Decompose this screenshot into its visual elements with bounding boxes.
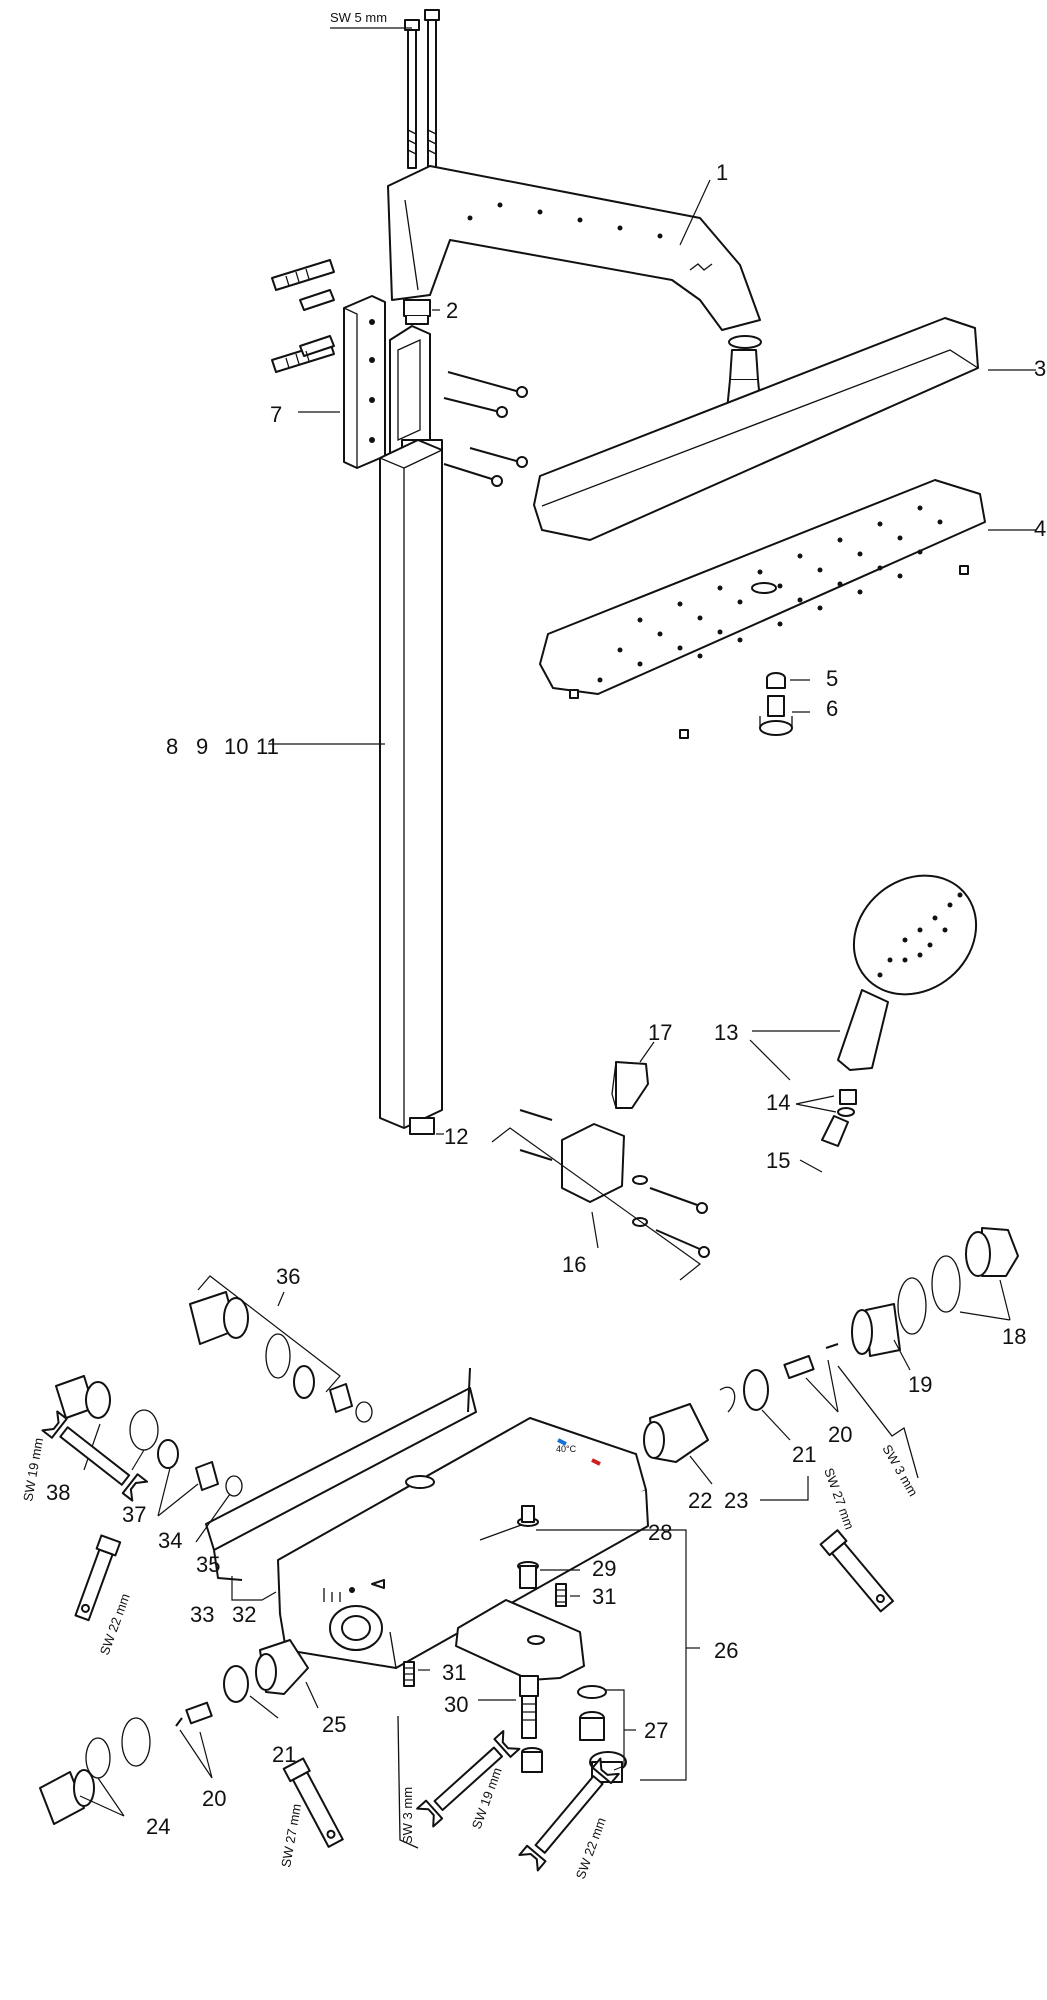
label-37: 37 [122, 1502, 146, 1527]
label-18: 18 [1002, 1324, 1026, 1349]
label-24: 24 [146, 1814, 170, 1839]
label-6: 6 [826, 696, 838, 721]
wrench-right [819, 1529, 894, 1613]
wall-bracket [343, 295, 386, 469]
shower-arm [387, 165, 761, 331]
mounting-screws [443, 371, 528, 487]
label-1: 1 [716, 160, 728, 185]
spout [455, 1599, 585, 1681]
hand-shower [837, 874, 978, 1071]
wrench-sw27-lower [282, 1757, 344, 1848]
arm-connector [403, 299, 431, 325]
tool-sw22a: SW 22 mm [97, 1591, 133, 1657]
hex-key-lower [397, 1715, 419, 1849]
label-36: 36 [276, 1264, 300, 1289]
wrench-sw22-bottom [518, 1757, 620, 1872]
plate-screws [569, 565, 969, 739]
wrench-sw22-left [74, 1534, 122, 1622]
label-12: 12 [444, 1124, 468, 1149]
label-4: 4 [1034, 516, 1046, 541]
right-valve-parts [643, 1227, 1019, 1463]
wrench-sw19-bottom [416, 1730, 521, 1828]
label-14: 14 [766, 1090, 790, 1115]
bracket-36 [197, 1275, 341, 1393]
wall-dowels [271, 259, 335, 373]
tool-sw5: SW 5 mm [330, 10, 387, 25]
label-7: 7 [270, 402, 282, 427]
thermostat-body [205, 1367, 649, 1669]
label-38: 38 [46, 1480, 70, 1505]
hose-nut [837, 1089, 857, 1117]
label-23: 23 [724, 1488, 748, 1513]
label-16: 16 [562, 1252, 586, 1277]
tool-sw27b: SW 27 mm [278, 1803, 304, 1869]
label-19: 19 [908, 1372, 932, 1397]
label-3: 3 [1034, 356, 1046, 381]
label-9: 9 [196, 734, 208, 759]
hand-shower-holder [519, 1061, 710, 1258]
label-15: 15 [766, 1148, 790, 1173]
left-inlet-parts [55, 1291, 373, 1497]
label-25: 25 [322, 1712, 346, 1737]
label-20a: 20 [202, 1786, 226, 1811]
overhead-shower [533, 317, 979, 541]
thermostat-marking: 40°C [556, 1444, 577, 1454]
hose-connector [521, 1747, 543, 1773]
label-26: 26 [714, 1638, 738, 1663]
label-31a: 31 [592, 1584, 616, 1609]
label-31b: 31 [442, 1660, 466, 1685]
riser-rail [379, 439, 443, 1135]
top-bolts [404, 9, 440, 169]
label-27: 27 [644, 1718, 668, 1743]
label-21a: 21 [272, 1742, 296, 1767]
label-8: 8 [166, 734, 178, 759]
wrench-sw19-left [41, 1410, 149, 1502]
label-2: 2 [446, 298, 458, 323]
label-33: 33 [190, 1602, 214, 1627]
diverter-parts [577, 1685, 627, 1783]
lower-left-valve-parts [39, 1639, 309, 1825]
hex-key-right [837, 1365, 919, 1479]
label-35: 35 [196, 1552, 220, 1577]
tool-sw22b: SW 22 mm [573, 1815, 609, 1881]
shower-hose [524, 1115, 849, 1980]
tool-sw19a: SW 19 mm [20, 1437, 46, 1503]
spout-pins [517, 1505, 567, 1607]
label-17: 17 [648, 1020, 672, 1045]
label-29: 29 [592, 1556, 616, 1581]
label-11: 11 [256, 734, 279, 759]
label-32: 32 [232, 1602, 256, 1627]
label-28: 28 [648, 1520, 672, 1545]
flow-parts [759, 672, 793, 736]
label-22: 22 [688, 1488, 712, 1513]
label-21b: 21 [792, 1442, 816, 1467]
tool-sw27a: SW 27 mm [821, 1466, 857, 1532]
label-10: 10 [224, 734, 248, 759]
label-34: 34 [158, 1528, 182, 1553]
label-20b: 20 [828, 1422, 852, 1447]
spray-plate [539, 479, 986, 695]
label-13: 13 [714, 1020, 738, 1045]
bracket-26 [640, 1529, 687, 1781]
tool-sw3b: SW 3 mm [400, 1787, 415, 1844]
tool-sw3a: SW 3 mm [879, 1442, 921, 1499]
label-30: 30 [444, 1692, 468, 1717]
bracket-16 [491, 1127, 701, 1281]
cartridge-small [403, 1661, 539, 1739]
label-5: 5 [826, 666, 838, 691]
